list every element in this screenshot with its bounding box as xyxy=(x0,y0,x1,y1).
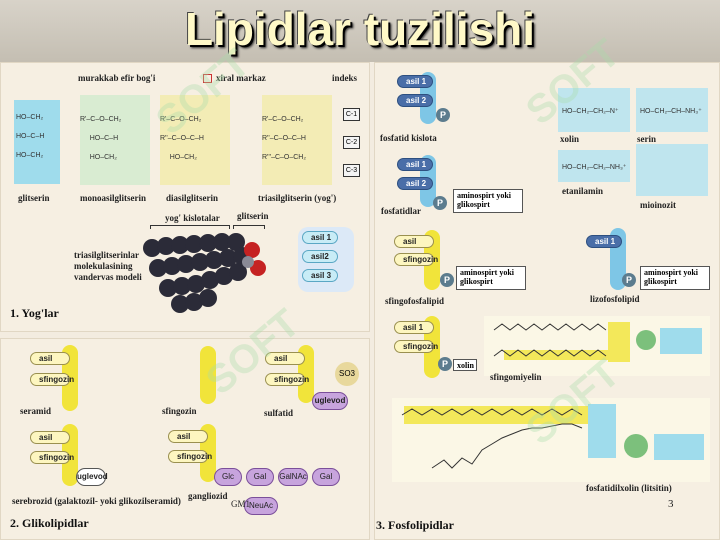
inositol-label: mioinozit xyxy=(640,200,676,210)
sulfatide-acyl: asil xyxy=(265,352,305,365)
ethanolamine-label: etanilamin xyxy=(562,186,604,196)
sphingomyelin-phosphate: P xyxy=(438,357,452,371)
phosphatidic-acyl2: asil 2 xyxy=(397,94,433,107)
serine-formula: HO–CH₂–CH–NH₃⁺ xyxy=(640,108,702,115)
cerebroside-acyl: asil xyxy=(30,431,70,444)
ganglioside-label: gangliozid xyxy=(188,491,228,501)
ganglioside-sphingosine: sfingozin xyxy=(168,450,212,463)
ester-bond-label: murakkab efir bog'i xyxy=(78,73,156,83)
phosphatide-phosphate: P xyxy=(433,196,447,210)
sphingomyelin-acyl: asil 1 xyxy=(394,321,434,334)
inositol-structure xyxy=(636,144,708,196)
index-c2: C-2 xyxy=(343,136,360,149)
chain-asil1: asil 1 xyxy=(302,231,338,244)
page-number: 3 xyxy=(668,498,674,510)
space-filling-model xyxy=(143,233,266,313)
glycerol-structure xyxy=(14,100,60,184)
index-c3: C-3 xyxy=(343,164,360,177)
sphingosine-stem xyxy=(200,346,216,404)
ceramide-sphingosine: sfingozin xyxy=(30,373,74,386)
sphingomyelin-sphingosine: sfingozin xyxy=(394,340,438,353)
ganglioside-acyl: asil xyxy=(168,430,208,443)
cerebroside-carbohydrate: uglevod xyxy=(76,468,108,486)
phosphatide-acyl2: asil 2 xyxy=(397,177,433,190)
serine-label: serin xyxy=(637,134,656,144)
monoacylglycerol-structure xyxy=(80,95,150,185)
cerebroside-label: serebrozid (galaktozil- yoki glikozilser… xyxy=(12,496,181,506)
phosphatidic-acid-label: fosfatid kislota xyxy=(380,133,437,143)
phosphatides-label: fosfatidlar xyxy=(381,206,421,216)
triacylglycerol-structure xyxy=(262,95,332,185)
diacylglycerol-label: diasilglitserin xyxy=(166,193,219,203)
glycerol-label: glitserin xyxy=(18,193,50,203)
sugar-neuac: NeuAc xyxy=(244,497,278,515)
fats-header: 1. Yog'lar xyxy=(10,306,59,320)
sphingomyelin-label: sfingomiyelin xyxy=(490,372,542,382)
ethanolamine-structure xyxy=(558,150,630,182)
fatty-acids-bracket xyxy=(150,225,230,229)
phosphatidic-acyl1: asil 1 xyxy=(397,75,433,88)
choline-label: xolin xyxy=(560,134,580,144)
sphingophospho-acyl: asil xyxy=(394,235,434,248)
sulfatide-label: sulfatid xyxy=(264,408,294,418)
sphingomyelin-structure xyxy=(484,316,710,376)
lyso-phosphate: P xyxy=(622,273,636,287)
ethanolamine-formula: HO–CH₂–CH₂–NH₃⁺ xyxy=(562,164,627,171)
glycerol-bracket xyxy=(233,225,265,229)
glycolipids-header: 2. Glikolipidlar xyxy=(10,516,89,530)
chiral-marker-icon xyxy=(203,74,212,83)
ceramide-label: seramid xyxy=(20,406,51,416)
title-bar xyxy=(0,0,720,62)
phospholipids-header: 3. Fosfolipidlar xyxy=(376,518,455,532)
sugar-gal: Gal xyxy=(246,468,274,486)
cerebroside-sphingosine: sfingozin xyxy=(30,451,74,464)
lyso-acyl1: asil 1 xyxy=(586,235,622,248)
sphingophospho-sphingosine: sfingozin xyxy=(394,253,438,266)
ganglio-index: GM1 xyxy=(231,499,251,509)
sphingomyelin-choline: xolin xyxy=(453,359,477,371)
triacylglycerol-label: triasilglitserin (yog') xyxy=(258,193,337,203)
choline-formula: HO–CH₂–CH₂–N⁺ xyxy=(562,108,619,115)
ceramide-acyl: asil xyxy=(30,352,70,365)
phosphatidylcholine-structure xyxy=(392,398,710,482)
chain-asil3: asil 3 xyxy=(302,269,338,282)
vdw-model-caption: triasilglitserinlar molekulasining vande… xyxy=(74,250,142,282)
phosphatidic-phosphate: P xyxy=(436,108,450,122)
phosphatide-aminoalcohol: aminospirt yoki glikospirt xyxy=(453,189,523,213)
diacylglycerol-structure xyxy=(160,95,230,185)
slide-title: Lipidlar tuzilishi xyxy=(184,3,536,55)
chiral-center-label: xiral markaz xyxy=(216,73,266,83)
sulfatide-carbohydrate: uglevod xyxy=(312,392,348,410)
sugar-gal-2: Gal xyxy=(312,468,340,486)
choline-structure xyxy=(558,88,630,132)
sphingosine-label: sfingozin xyxy=(162,406,197,416)
chain-asil2: asil2 xyxy=(302,250,338,263)
sulfate-group: SO3 xyxy=(335,362,359,386)
sphingophospho-aminoalcohol: aminospirt yoki glikospirt xyxy=(456,266,526,290)
sphingophospholipid-label: sfingofosfalipid xyxy=(385,296,445,306)
monoacylglycerol-label: monoasilglitserin xyxy=(80,193,147,203)
index-c1: C-1 xyxy=(343,108,360,121)
index-label: indeks xyxy=(332,73,358,83)
phosphatide-acyl1: asil 1 xyxy=(397,158,433,171)
sphingophospho-phosphate: P xyxy=(440,273,454,287)
lysophospholipid-label: lizofosfolipid xyxy=(590,294,640,304)
monoacylglycerol-formula: R'–C–O–CH₂ HO–C–H HO–CH₂ xyxy=(80,116,122,161)
lyso-aminoalcohol: aminospirt yoki glikospirt xyxy=(640,266,710,290)
sugar-galnac: GalNAc xyxy=(278,468,308,486)
phosphatidylcholine-label: fosfatidilxolin (litsitin) xyxy=(586,483,672,493)
sugar-glc: Glc xyxy=(214,468,242,486)
fatty-acids-label: yog' kislotalar xyxy=(165,213,220,223)
glycerol-bracket-label: glitserin xyxy=(237,211,269,221)
sulfatide-sphingosine: sfingozin xyxy=(265,373,309,386)
serine-structure xyxy=(636,88,708,132)
